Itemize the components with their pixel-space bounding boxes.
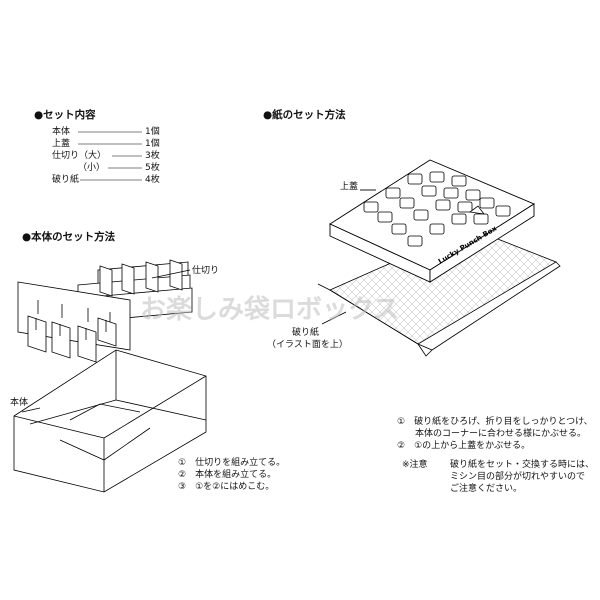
paper-setup-heading: ●紙のセット方法 — [263, 109, 346, 121]
item-name-body: 本体 — [52, 127, 71, 137]
paper-sublabel: （イラスト面を上） — [267, 340, 348, 350]
lid-label: 上蓋 — [340, 182, 359, 192]
note-line-3: ご注意ください。 — [450, 484, 523, 494]
note-line-1: 破り紙をセット・交換する時には、 — [450, 460, 595, 470]
item-name-paper: 破り紙 — [52, 175, 80, 185]
body-step-1: ① 仕切りを組み立てる。 — [178, 458, 286, 468]
body-label: 本体 — [10, 398, 29, 408]
item-qty-divider-small: 5枚 — [145, 163, 160, 173]
note-line-2: ミシン目の部分が切れやすいので — [450, 472, 586, 482]
lid-box — [329, 159, 535, 283]
paper-step-1b: 本体のコーナーに合わせる様にかぶせる。 — [397, 429, 587, 439]
divider-label: 仕切り — [192, 266, 220, 276]
item-name-lid: 上蓋 — [52, 139, 71, 149]
item-qty-lid: 1個 — [145, 139, 160, 149]
paper-step-1a: ① 破り紙をひろげ、折り目をしっかりとつけ、 — [397, 417, 593, 427]
item-qty-paper: 4枚 — [145, 175, 160, 185]
contents-leader-lines — [78, 131, 142, 181]
item-name-divider-large: 仕切り（大） — [52, 151, 107, 161]
paper-sheet — [317, 221, 561, 357]
body-step-3: ③ ①を②にはめこむ。 — [178, 482, 275, 492]
lid-windows — [363, 171, 511, 247]
watermark: お楽しみ袋ロボックス — [140, 295, 399, 325]
divider-assembly — [17, 259, 193, 363]
body-setup-heading: ●本体のセット方法 — [22, 231, 116, 243]
note-prefix: ※注意 — [402, 460, 428, 470]
body-step-2: ② 本体を組み立てる。 — [178, 470, 277, 480]
contents-heading: ●セット内容 — [34, 109, 96, 121]
body-box — [13, 349, 207, 493]
item-name-divider-small: （小） — [78, 163, 106, 173]
item-qty-body: 1個 — [145, 127, 160, 137]
item-qty-divider-large: 3枚 — [145, 151, 160, 161]
paper-step-2: ② ①の上から上蓋をかぶせる。 — [397, 441, 531, 451]
paper-label: 破り紙 — [292, 328, 320, 338]
